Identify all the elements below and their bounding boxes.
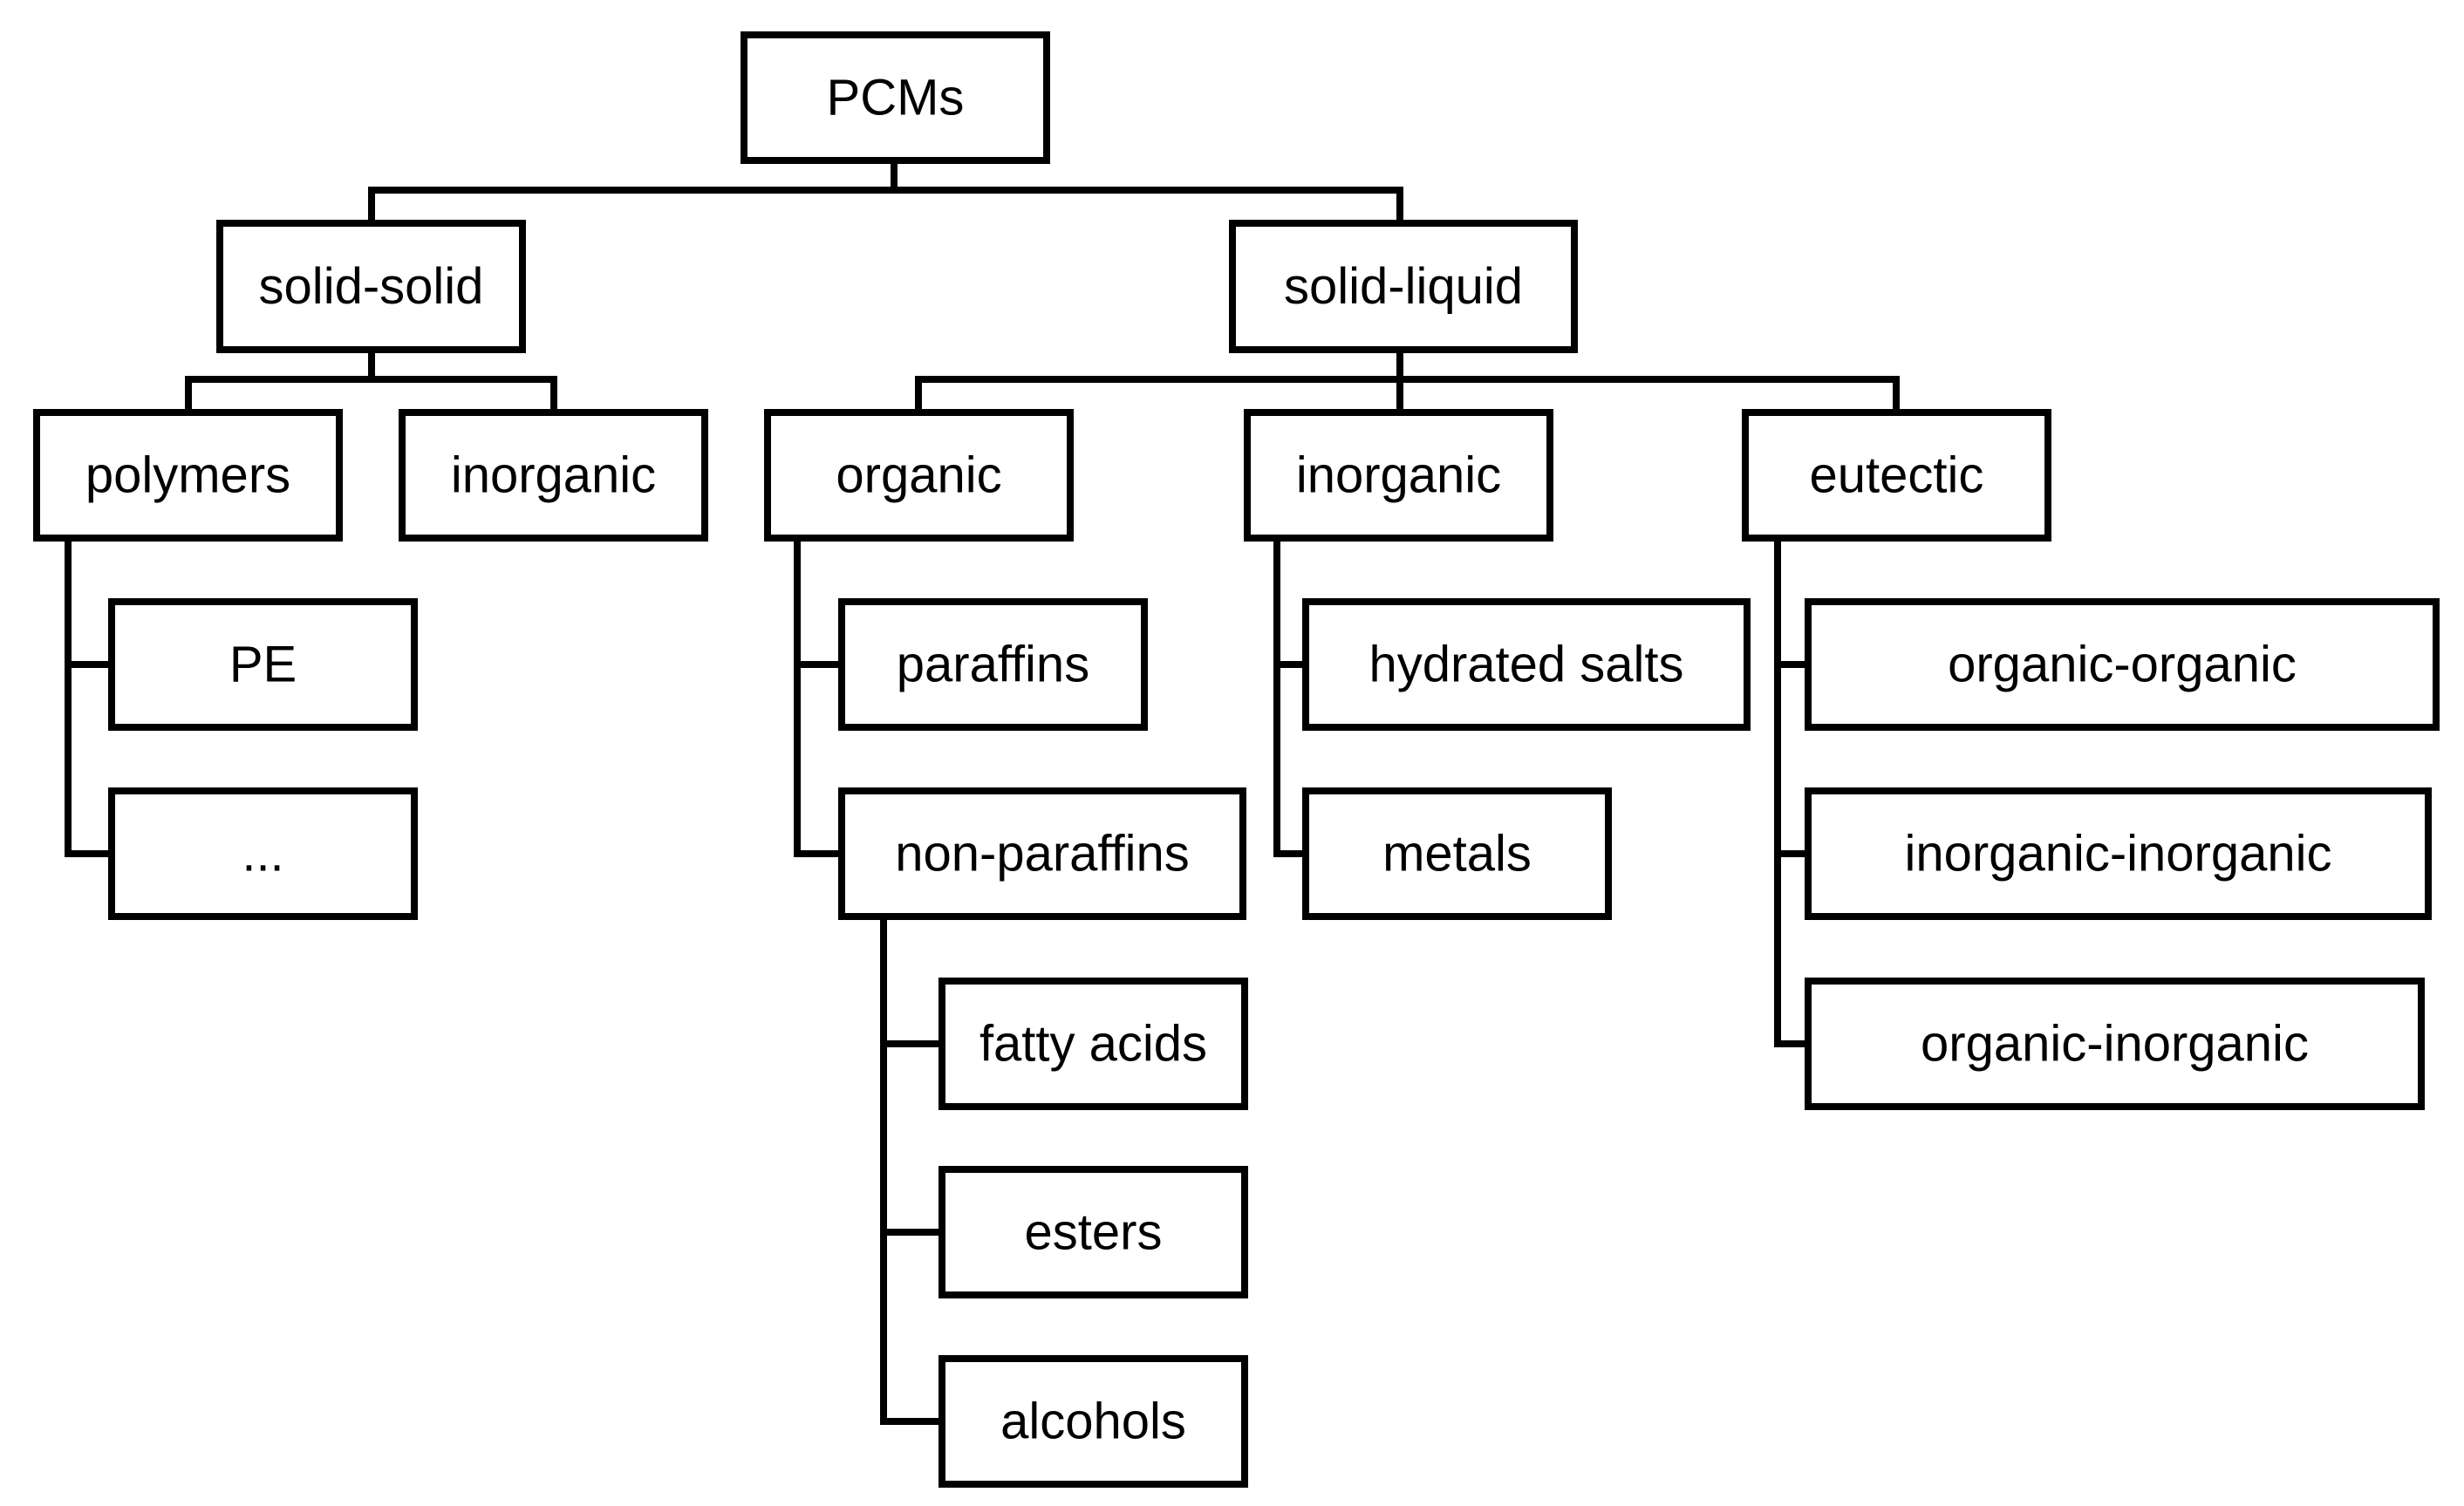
node-label: solid-solid xyxy=(259,258,484,315)
node-solid-liquid: solid-liquid xyxy=(1229,220,1578,353)
node-label: PCMs xyxy=(827,70,965,126)
node-label: organic-inorganic xyxy=(1921,1016,2309,1073)
node-paraffins: paraffins xyxy=(838,598,1148,731)
node-label: ... xyxy=(242,826,283,882)
node-organic-inorganic: organic-inorganic xyxy=(1805,978,2425,1110)
node-label: inorganic xyxy=(451,447,656,504)
node-inorganic-solid-solid: inorganic xyxy=(399,409,708,542)
node-non-paraffins: non-paraffins xyxy=(838,787,1246,920)
connector-solid-solid-children xyxy=(185,346,557,416)
node-alcohols: alcohols xyxy=(939,1355,1248,1488)
node-pcms: PCMs xyxy=(741,31,1050,164)
node-label: solid-liquid xyxy=(1284,258,1523,315)
node-label: eutectic xyxy=(1810,447,1984,504)
connector-root-to-types xyxy=(368,157,1403,227)
node-label: polymers xyxy=(85,447,290,504)
node-eutectic: eutectic xyxy=(1742,409,2051,542)
node-organic-organic: organic-organic xyxy=(1805,598,2440,731)
node-label: alcohols xyxy=(1000,1394,1186,1450)
node-polymers: polymers xyxy=(33,409,343,542)
node-label: esters xyxy=(1025,1204,1163,1261)
node-label: organic-organic xyxy=(1948,637,2297,693)
connector-eutectic-children xyxy=(1774,535,1812,1047)
connector-non-paraffins-children xyxy=(880,913,945,1425)
connector-polymers-children xyxy=(65,535,115,857)
node-ellipsis: ... xyxy=(108,787,418,920)
node-label: organic xyxy=(836,447,1001,504)
connector-solid-liquid-children xyxy=(915,346,1900,416)
node-inorganic-solid-liquid: inorganic xyxy=(1244,409,1553,542)
node-label: non-paraffins xyxy=(895,826,1190,882)
node-label: fatty acids xyxy=(979,1016,1207,1073)
node-organic: organic xyxy=(764,409,1074,542)
connectors xyxy=(65,157,1900,1425)
node-inorganic-inorganic: inorganic-inorganic xyxy=(1805,787,2432,920)
node-label: hydrated salts xyxy=(1369,637,1683,693)
connector-organic-children xyxy=(794,535,845,857)
node-label: inorganic xyxy=(1296,447,1501,504)
node-pe: PE xyxy=(108,598,418,731)
node-label: metals xyxy=(1382,826,1532,882)
node-label: paraffins xyxy=(897,637,1089,693)
node-fatty-acids: fatty acids xyxy=(939,978,1248,1110)
node-label: PE xyxy=(229,637,297,693)
node-metals: metals xyxy=(1302,787,1612,920)
node-hydrated-salts: hydrated salts xyxy=(1302,598,1751,731)
node-solid-solid: solid-solid xyxy=(216,220,526,353)
node-esters: esters xyxy=(939,1166,1248,1298)
node-label: inorganic-inorganic xyxy=(1904,826,2331,882)
connector-inorganic-children xyxy=(1273,535,1309,857)
